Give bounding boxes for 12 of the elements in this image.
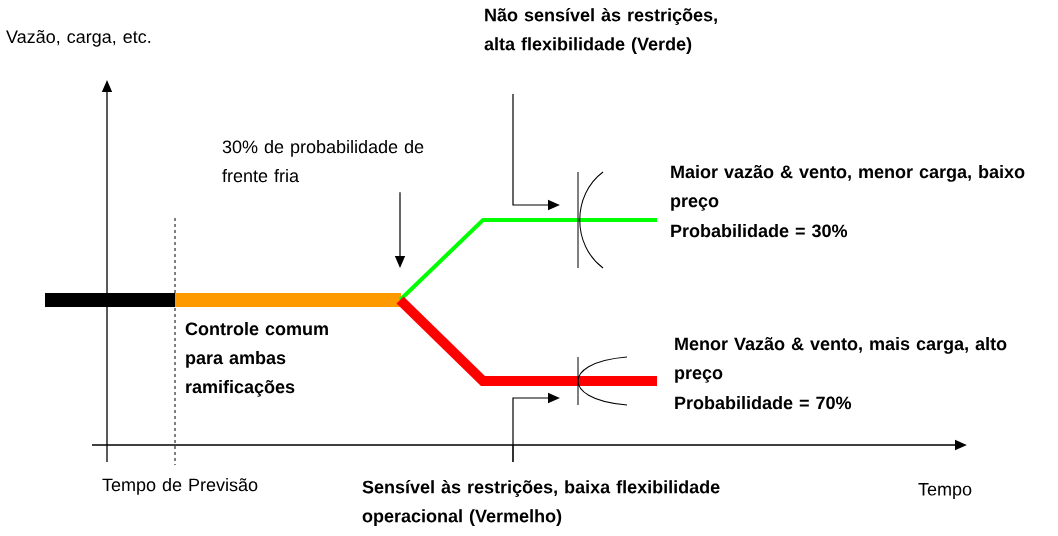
label-text: Tempo de Previsão xyxy=(102,478,258,495)
label-text: Tempo xyxy=(918,483,972,500)
label-text: Controle comum para ambas ramificações xyxy=(185,322,328,397)
label-text: Probabilidade = 70% xyxy=(675,396,852,410)
label-text: Probabilidade = 30% xyxy=(671,224,848,238)
annotation-text: 30% de probabilidade de frente fria xyxy=(222,140,424,183)
annotation-text: Sensível às restrições, baixa flexibilidade operacional (Vermelho) xyxy=(362,480,720,526)
annotation-text: Não sensível às restrições, alta flexibilidade (Verde) xyxy=(484,8,717,54)
label-text: Vazão, carga, etc. xyxy=(6,30,151,47)
label-text: Menor Vazão & vento, mais carga, alto preço xyxy=(675,337,1007,383)
arrow xyxy=(512,392,560,463)
label-text: Maior vazão & vento, menor carga, baixo preço xyxy=(671,165,1025,211)
